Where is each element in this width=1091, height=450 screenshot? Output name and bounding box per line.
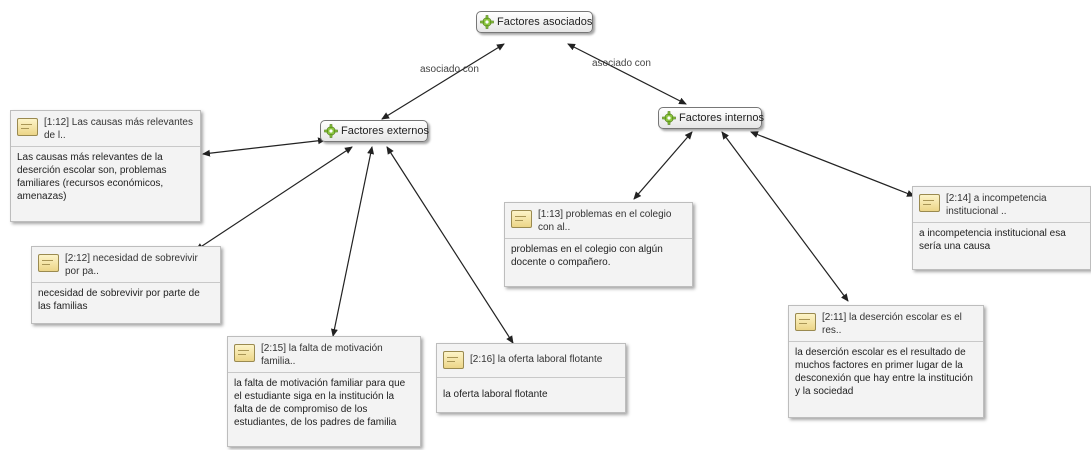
quote-header: [2:15] la falta de motivación familia.. bbox=[228, 337, 420, 373]
quote-header: [2:11] la deserción escolar es el res.. bbox=[789, 306, 983, 342]
edge-externos-q216[interactable] bbox=[386, 146, 514, 344]
quotation-icon bbox=[795, 313, 816, 331]
quote-title: [2:15] la falta de motivación familia.. bbox=[261, 343, 383, 367]
quote-node-2-14[interactable]: [2:14] a incompetencia institucional .. … bbox=[912, 186, 1091, 270]
edge-root-externos[interactable] bbox=[381, 43, 505, 120]
quote-header: [1:13] problemas en el colegio con al.. bbox=[505, 203, 692, 239]
quote-title: [2:14] a incompetencia institucional .. bbox=[946, 193, 1047, 217]
quote-header: [2:16] la oferta laboral flotante bbox=[437, 344, 625, 378]
quote-node-2-12[interactable]: [2:12] necesidad de sobrevivir por pa.. … bbox=[31, 246, 221, 324]
edge-externos-q215[interactable] bbox=[330, 146, 375, 337]
gear-icon bbox=[662, 111, 676, 125]
quote-text: problemas en el colegio con algún docent… bbox=[511, 244, 663, 268]
edge-root-internos[interactable] bbox=[567, 43, 687, 105]
quote-title: [2:12] necesidad de sobrevivir por pa.. bbox=[65, 253, 198, 277]
quotation-icon bbox=[511, 210, 532, 228]
code-node-factores-asociados[interactable]: Factores asociados bbox=[476, 11, 593, 33]
edge-label-right: asociado con bbox=[592, 58, 651, 69]
quote-text: Las causas más relevantes de la deserció… bbox=[17, 152, 167, 202]
code-label: Factores internos bbox=[679, 112, 764, 124]
edge-internos-q214[interactable] bbox=[750, 131, 915, 197]
quote-text: la falta de motivación familiar para que… bbox=[234, 378, 406, 428]
edge-label-left: asociado con bbox=[420, 64, 479, 75]
code-label: Factores asociados bbox=[497, 16, 593, 28]
quote-title: [2:16] la oferta laboral flotante bbox=[470, 354, 603, 365]
quote-node-1-13[interactable]: [1:13] problemas en el colegio con al.. … bbox=[504, 202, 693, 287]
quote-text: la deserción escolar es el resultado de … bbox=[795, 347, 973, 397]
edge-externos-q112[interactable] bbox=[202, 137, 326, 157]
quotation-icon bbox=[234, 344, 255, 362]
quote-title: [1:13] problemas en el colegio con al.. bbox=[538, 209, 672, 233]
quotation-icon bbox=[919, 194, 940, 212]
quote-node-2-16[interactable]: [2:16] la oferta laboral flotante la ofe… bbox=[436, 343, 626, 413]
quotation-icon bbox=[38, 254, 59, 272]
quote-text: la oferta laboral flotante bbox=[443, 389, 548, 400]
edge-externos-q212[interactable] bbox=[195, 146, 353, 251]
quote-title: [1:12] Las causas más relevantes de l.. bbox=[44, 117, 193, 141]
gear-icon bbox=[480, 15, 494, 29]
quote-header: [2:14] a incompetencia institucional .. bbox=[913, 187, 1090, 223]
quote-header: [2:12] necesidad de sobrevivir por pa.. bbox=[32, 247, 220, 283]
code-node-factores-externos[interactable]: Factores externos bbox=[320, 120, 430, 142]
quote-node-2-11[interactable]: [2:11] la deserción escolar es el res.. … bbox=[788, 305, 984, 418]
quotation-icon bbox=[443, 351, 464, 369]
quote-node-1-12[interactable]: [1:12] Las causas más relevantes de l.. … bbox=[10, 110, 201, 222]
quote-title: [2:11] la deserción escolar es el res.. bbox=[822, 312, 962, 336]
quote-header: [1:12] Las causas más relevantes de l.. bbox=[11, 111, 200, 147]
quotation-icon bbox=[17, 118, 38, 136]
code-label: Factores externos bbox=[341, 125, 430, 137]
quote-text: necesidad de sobrevivir por parte de las… bbox=[38, 288, 200, 312]
code-node-factores-internos[interactable]: Factores internos bbox=[658, 107, 764, 129]
edge-internos-q113[interactable] bbox=[633, 131, 693, 200]
quote-text: a incompetencia institucional esa sería … bbox=[919, 228, 1066, 252]
edge-internos-q211[interactable] bbox=[721, 131, 849, 302]
gear-icon bbox=[324, 124, 338, 138]
quote-node-2-15[interactable]: [2:15] la falta de motivación familia.. … bbox=[227, 336, 421, 447]
